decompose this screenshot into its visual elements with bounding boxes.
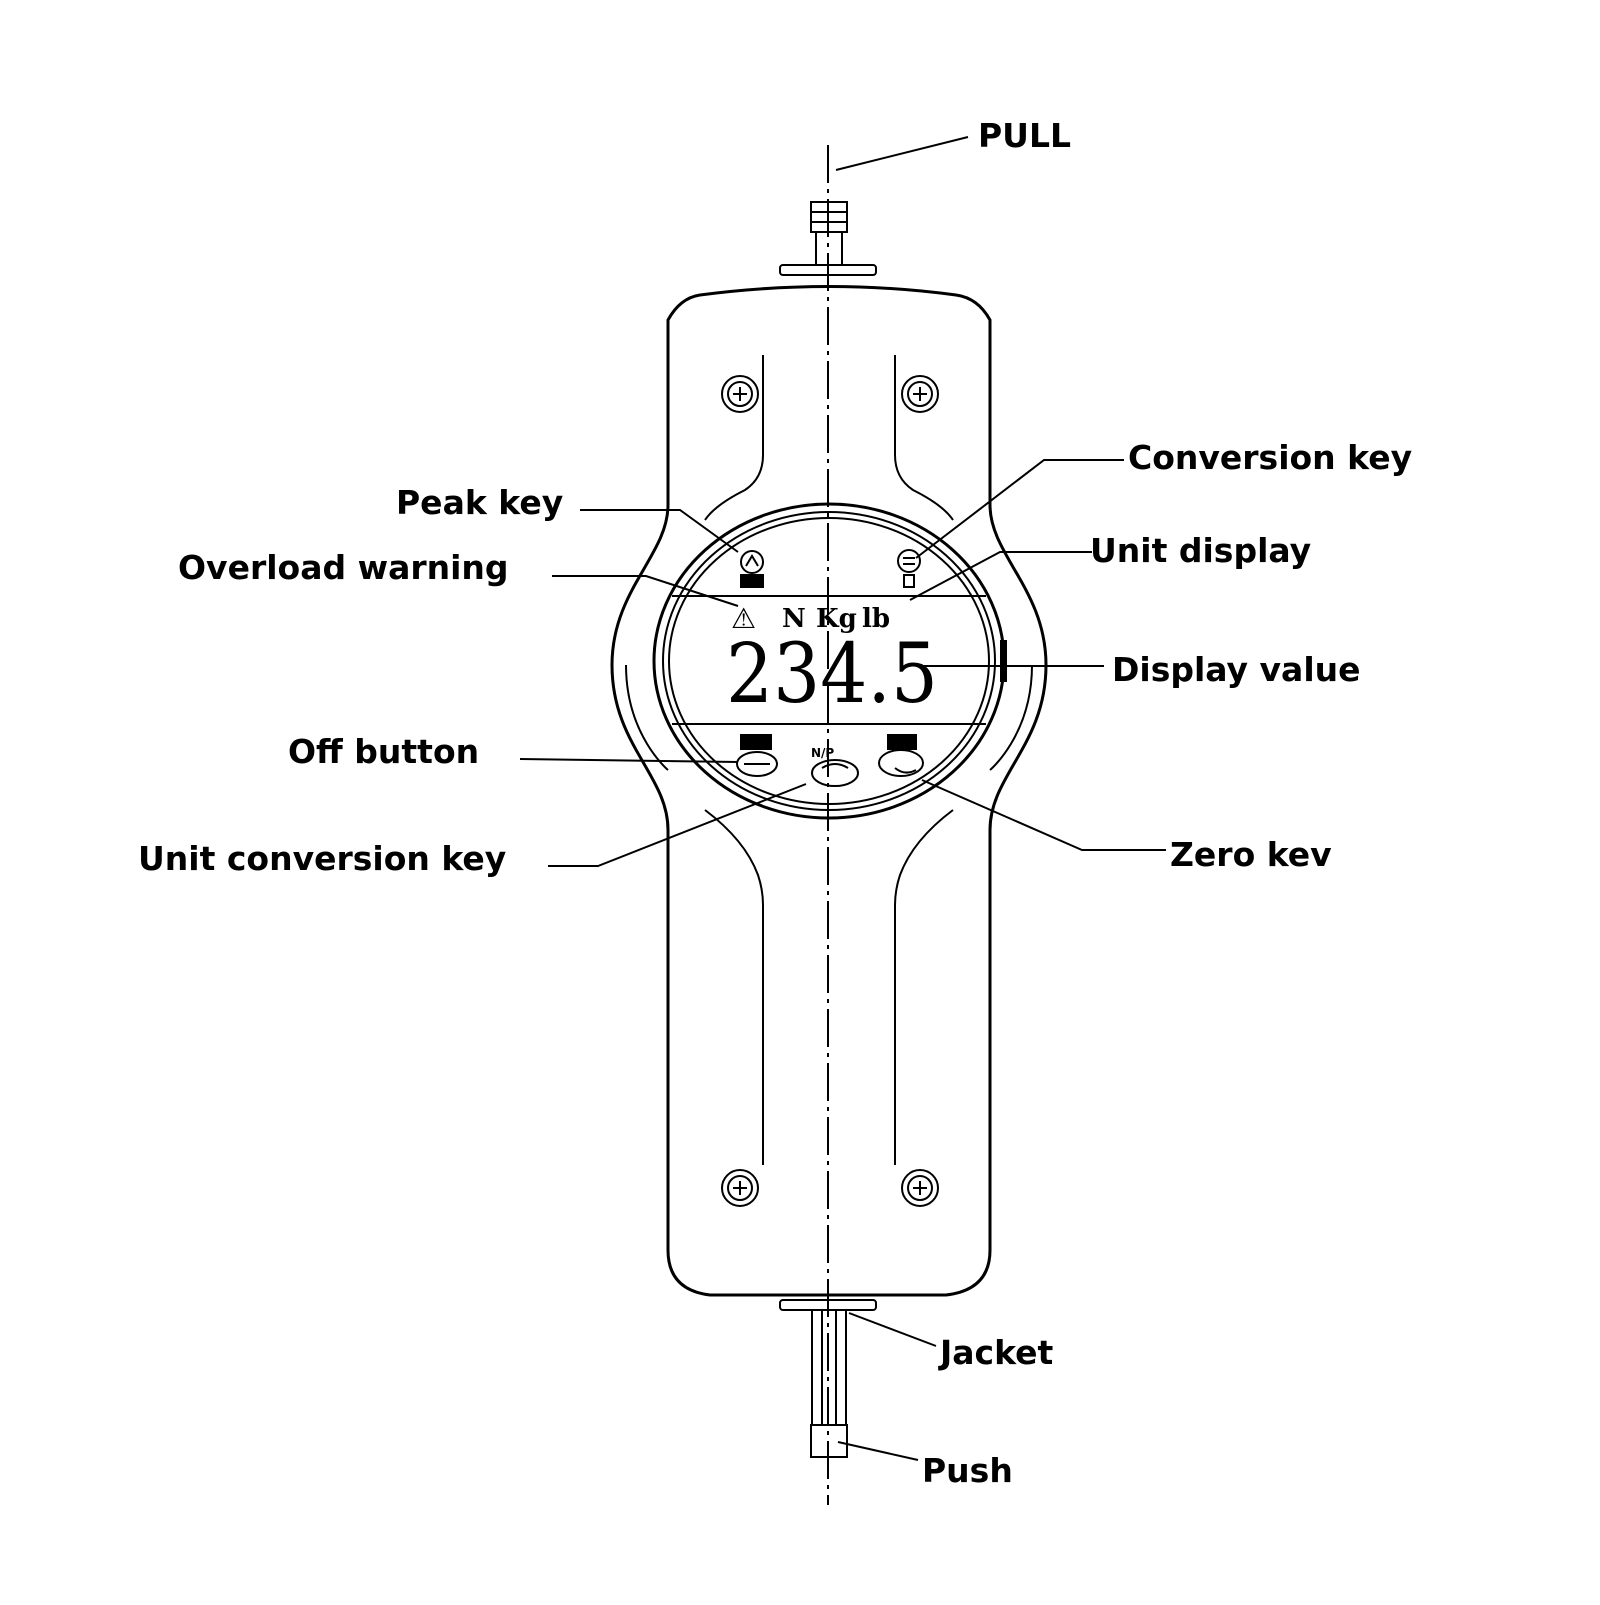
lcd-screen: ⚠ N Kg lb 234.5 [726, 602, 938, 722]
leader-lines [519, 136, 1166, 1461]
unit-lb: lb [862, 604, 890, 634]
label-pull: PULL [978, 116, 1071, 155]
display-bezel [652, 502, 1007, 820]
label-peak-key: Peak key [396, 483, 563, 522]
label-unit-display: Unit display [1090, 531, 1311, 570]
peak-key-icon[interactable] [740, 550, 764, 588]
unit-kg: Kg [816, 604, 857, 634]
display-value-readout: 234.5 [726, 627, 938, 722]
unit-key-mark: N/P [811, 746, 834, 760]
power-off-icon[interactable] [736, 734, 778, 777]
label-off-button: Off button [288, 732, 479, 771]
label-overload-warning: Overload warning [178, 548, 509, 587]
label-jacket: Jacket [938, 1333, 1054, 1372]
label-unit-conversion-key: Unit conversion key [138, 839, 506, 878]
warning-triangle-icon: ⚠ [731, 602, 756, 635]
screw-icon [721, 375, 759, 413]
screw-icon [901, 375, 939, 413]
screw-icon [721, 1169, 759, 1207]
screw-icon [901, 1169, 939, 1207]
grip-grooves [704, 355, 954, 1165]
label-display-value: Display value [1112, 650, 1361, 689]
conversion-key-icon[interactable] [897, 549, 921, 588]
label-zero-key: Zero kev [1170, 835, 1332, 874]
unit-key-icon[interactable]: N/P [811, 746, 859, 787]
label-push: Push [922, 1451, 1013, 1490]
bottom-shaft [779, 1299, 877, 1458]
gauge-body-inner [625, 664, 669, 771]
top-connector [779, 201, 877, 276]
gauge-body [610, 285, 1048, 1297]
label-conversion-key: Conversion key [1128, 438, 1412, 477]
unit-n: N [782, 604, 806, 634]
callouts: PULL Conversion key Peak key Unit displa… [138, 116, 1412, 1490]
zero-key-icon[interactable] [878, 734, 924, 777]
